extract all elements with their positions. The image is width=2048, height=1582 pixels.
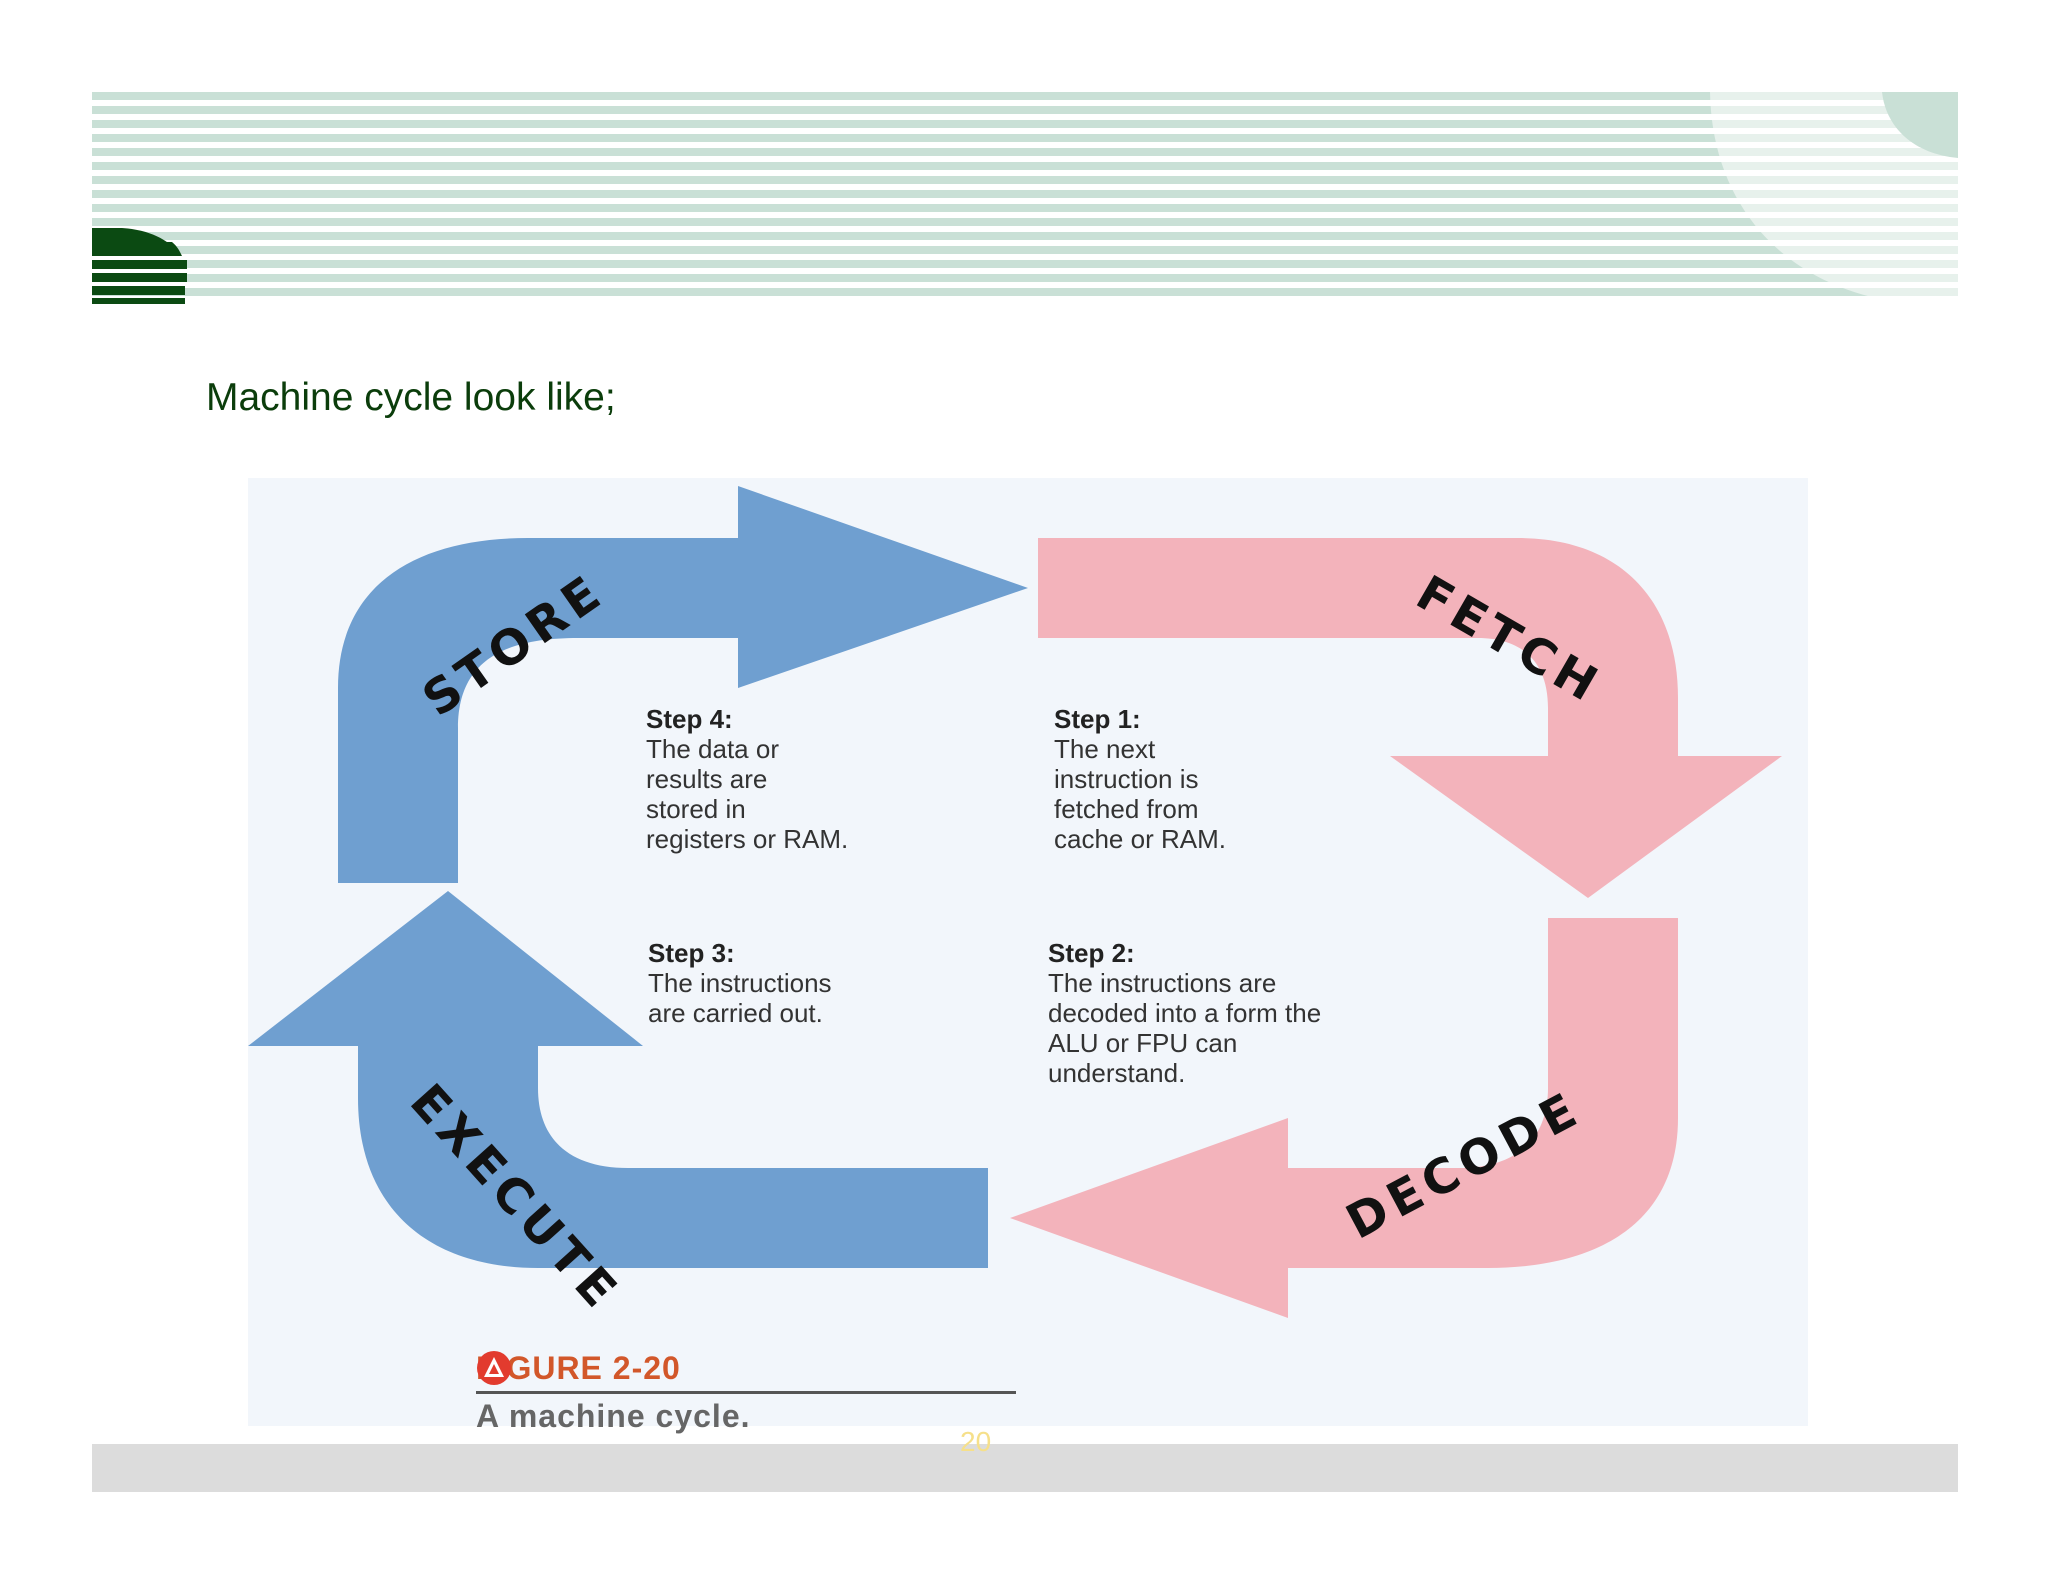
step-2-line: decoded into a form the — [1048, 998, 1322, 1028]
step-1-line: fetched from — [1054, 794, 1199, 824]
step-2-text: Step 2: The instructions are decoded int… — [1048, 938, 1321, 1088]
figure-caption: FIGURE 2-20 A machine cycle. — [476, 1350, 1016, 1435]
step-3-text: Step 3: The instructions are carried out… — [648, 938, 832, 1028]
step-2-line: understand. — [1048, 1058, 1186, 1088]
step-4-text: Step 4: The data or results are stored i… — [646, 704, 848, 854]
step-4-line: results are — [646, 764, 768, 794]
step-3-title: Step 3: — [648, 938, 735, 968]
step-2-line: ALU or FPU can — [1048, 1028, 1238, 1058]
step-4-title: Step 4: — [646, 704, 733, 734]
step-3-line: are carried out. — [648, 998, 823, 1028]
footer-bar — [92, 1444, 1958, 1492]
figure-number: FIGURE 2-20 — [476, 1350, 1016, 1394]
header-stripes — [92, 92, 1958, 304]
figure-triangle-icon — [477, 1351, 511, 1385]
page-number: 20 — [960, 1426, 992, 1457]
cycle-arrows: STORE FETCH DECODE EXECUTE — [248, 486, 1782, 1322]
figure-caption-text: A machine cycle. — [476, 1398, 751, 1434]
step-3-line: The instructions — [648, 968, 832, 998]
step-2-line: The instructions are — [1048, 968, 1277, 998]
machine-cycle-figure: STORE FETCH DECODE EXECUTE Step 4: The d… — [248, 478, 1808, 1434]
step-4-line: The data or — [646, 734, 779, 764]
slide-title: Machine cycle look like; — [206, 376, 616, 419]
store-arrow — [338, 486, 1028, 883]
step-4-line: registers or RAM. — [646, 824, 849, 854]
step-4-line: stored in — [646, 794, 746, 824]
step-1-title: Step 1: — [1054, 704, 1141, 734]
step-1-line: The next — [1054, 734, 1156, 764]
step-2-title: Step 2: — [1048, 938, 1135, 968]
execute-arrow — [248, 891, 988, 1268]
step-1-line: instruction is — [1054, 764, 1199, 794]
decode-arrow — [1010, 918, 1678, 1318]
step-1-line: cache or RAM. — [1054, 824, 1226, 854]
step-1-text: Step 1: The next instruction is fetched … — [1054, 704, 1226, 854]
fetch-arrow — [1038, 538, 1782, 898]
